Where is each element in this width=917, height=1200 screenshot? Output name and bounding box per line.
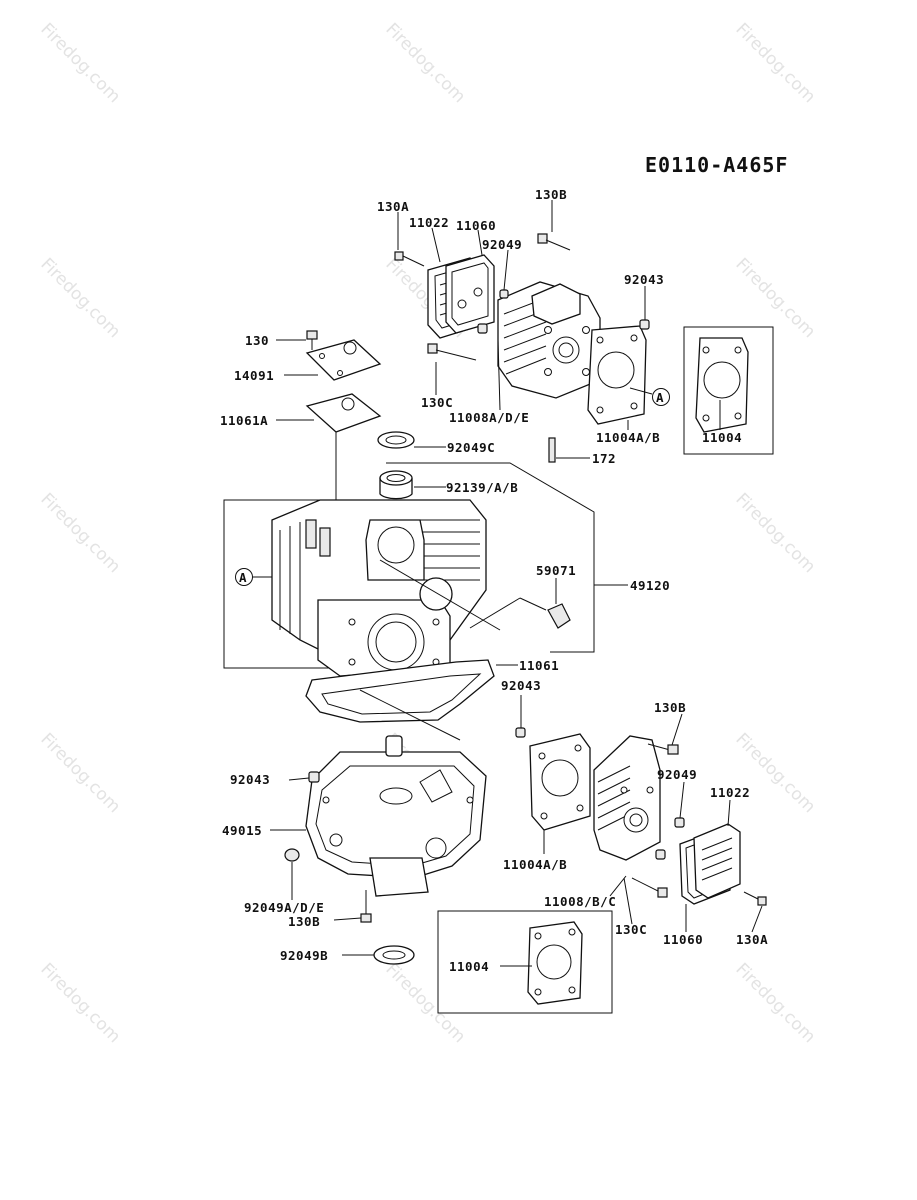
part-label: 130B [535,187,567,202]
part-label: 92043 [624,272,664,287]
cylinder-head-lower [593,735,661,861]
dowel-92049-right [655,817,685,860]
bolt-130A-top [394,251,425,267]
part-label: 92043 [501,678,541,693]
part-label: 49120 [630,578,670,593]
guide-92139 [379,470,413,500]
head-gasket-upper [587,325,647,425]
part-label: 11060 [663,932,703,947]
watermark: Firedog.com [731,19,819,107]
cylinder-head-upper [497,281,601,399]
bolt-130B-top [537,233,571,251]
part-label: 59071 [536,563,576,578]
detail-box-top-right [683,326,774,455]
part-label: 92139/A/B [446,480,518,495]
bolt-130B-bottom [360,890,372,923]
leader-lines [270,200,763,967]
part-label: 172 [592,451,616,466]
cover-gasket-upper [445,254,495,334]
callout-letter: A [239,570,247,585]
dowel-92043-mid [515,727,526,738]
oil-seal-92049B [373,945,415,965]
part-label: 11022 [409,215,449,230]
rocker-cover-lower [693,823,741,899]
part-label: 92049 [657,767,697,782]
part-labels: 130A 11022 11060 92049 130B 92043 130 14… [220,187,768,974]
bolt-130B-right [647,743,679,755]
head-gasket-detail-bottom [527,921,583,1005]
seal-92049ADE [284,848,300,862]
head-group-frame [386,462,595,653]
dowel-92049-top [477,289,509,334]
part-label: 130C [421,395,453,410]
plate-14091 [305,339,382,381]
cylinder-block-49120 [271,499,487,677]
callout-letter: A [656,390,664,405]
watermark: Firedog.com [36,254,124,342]
part-label: 92049B [280,948,328,963]
watermark: Firedog.com [36,729,124,817]
watermark: Firedog.com [381,19,469,107]
cylinder-group-frame [223,499,348,669]
part-label: 14091 [234,368,274,383]
part-label: 11022 [710,785,750,800]
part-label: 11060 [456,218,496,233]
part-label: 11004A/B [503,857,567,872]
watermark: Firedog.com [731,489,819,577]
detail-box-bottom [437,910,613,1014]
watermark: Firedog.com [731,254,819,342]
part-label: 11008A/D/E [449,410,529,425]
watermark: Firedog.com [36,489,124,577]
base-gasket-11061 [305,659,495,723]
watermark: Firedog.com [36,19,124,107]
part-label: 11004 [449,959,489,974]
bolt-130C-top [427,343,477,361]
part-label: 130C [615,922,647,937]
head-gasket-detail-top [695,337,749,433]
watermark: Firedog.com [731,729,819,817]
part-label: 11061A [220,413,268,428]
dowel-92043-left [308,771,320,783]
callout-a-left: A [235,568,272,586]
part-label: 11061 [519,658,559,673]
bolt-130C-bottom [631,877,668,898]
part-label: 92043 [230,772,270,787]
part-label: 11008/B/C [544,894,616,909]
crankcase-49015 [305,735,487,897]
part-label: 92049A/D/E [244,900,324,915]
part-label: 92049 [482,237,522,252]
head-gasket-lower [529,733,591,831]
dowel-92043-top [639,319,650,330]
diagram-code: E0110-A465F [645,153,788,177]
part-label: 92049C [447,440,495,455]
part-label: 130A [736,932,768,947]
part-label: 130A [377,199,409,214]
breather-59071 [469,597,571,629]
watermark: Firedog.com [36,959,124,1047]
part-label: 11004 [702,430,742,445]
bolt-130A-bottom [743,891,767,906]
part-label: 130B [654,700,686,715]
bolt-130 [306,330,318,350]
part-label: 130 [245,333,269,348]
part-label: 130B [288,914,320,929]
gasket-11061A [305,393,382,433]
callout-a-right: A [629,387,670,406]
watermark: Firedog.com [731,959,819,1047]
part-label: 11004A/B [596,430,660,445]
part-label: 49015 [222,823,262,838]
seal-92049C [377,431,415,449]
stud-172 [548,437,556,463]
